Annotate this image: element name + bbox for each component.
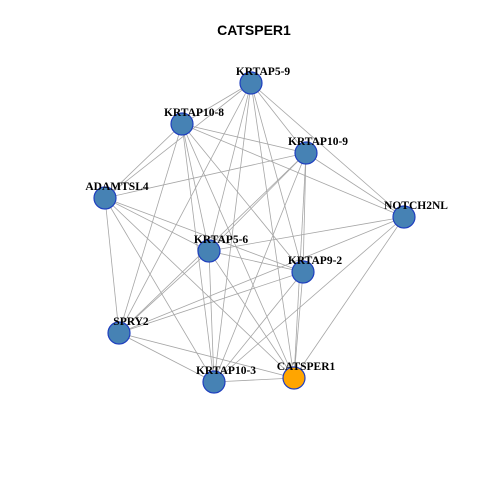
node-catsper1: [282, 366, 306, 390]
node-label-spry2: SPRY2: [113, 316, 149, 328]
edge-krtap10-8-adamtsl4: [104, 123, 183, 199]
node-krtap9-2: [291, 260, 315, 284]
edge-krtap9-2-krtap10-3: [213, 271, 304, 383]
edge-krtap10-9-adamtsl4: [104, 152, 307, 199]
node-label-adamtsl4: ADAMTSL4: [85, 181, 149, 193]
node-krtap5-9: [239, 71, 263, 95]
edge-notch2nl-krtap5-6: [208, 216, 405, 252]
node-label-catsper1: CATSPER1: [277, 361, 336, 373]
node-label-krtap5-6: KRTAP5-6: [194, 234, 249, 246]
edge-notch2nl-krtap10-3: [213, 216, 405, 383]
edge-spry2-krtap10-3: [118, 332, 215, 383]
edge-krtap9-2-catsper1: [293, 271, 304, 379]
node-layer: [93, 71, 416, 394]
node-label-krtap9-2: KRTAP9-2: [288, 255, 343, 267]
node-label-notch2nl: NOTCH2NL: [384, 200, 448, 212]
edge-krtap10-8-krtap10-9: [181, 123, 307, 154]
edge-krtap10-9-krtap9-2: [302, 152, 307, 273]
edge-krtap5-9-krtap10-9: [250, 82, 307, 154]
edge-notch2nl-spry2: [118, 216, 405, 334]
edge-layer: [104, 82, 405, 383]
edge-krtap10-8-notch2nl: [181, 123, 405, 218]
edge-krtap5-9-catsper1: [250, 82, 295, 379]
edge-spry2-catsper1: [118, 332, 295, 379]
edge-krtap10-8-catsper1: [181, 123, 295, 379]
edge-notch2nl-catsper1: [293, 216, 405, 379]
node-label-krtap10-8: KRTAP10-8: [164, 107, 224, 119]
node-krtap5-6: [197, 239, 221, 263]
diagram-title: CATSPER1: [217, 22, 291, 38]
edge-krtap10-8-krtap5-6: [181, 123, 210, 252]
edge-krtap10-9-krtap5-6: [208, 152, 307, 252]
node-label-krtap5-9: KRTAP5-9: [236, 66, 291, 78]
edge-krtap5-6-catsper1: [208, 250, 295, 379]
edge-adamtsl4-spry2: [104, 197, 120, 334]
edge-krtap5-9-notch2nl: [250, 82, 405, 218]
edge-krtap5-9-krtap10-3: [213, 82, 252, 383]
edge-krtap5-9-spry2: [118, 82, 252, 334]
label-layer: KRTAP5-9KRTAP10-8KRTAP10-9ADAMTSL4NOTCH2…: [85, 66, 448, 377]
edge-krtap10-8-krtap9-2: [181, 123, 304, 273]
node-spry2: [107, 321, 131, 345]
edge-krtap5-9-adamtsl4: [104, 82, 252, 199]
node-label-krtap10-3: KRTAP10-3: [196, 365, 256, 377]
edge-krtap5-9-krtap10-8: [181, 82, 252, 125]
edge-adamtsl4-krtap10-3: [104, 197, 215, 383]
edge-adamtsl4-krtap9-2: [104, 197, 304, 273]
node-adamtsl4: [93, 186, 117, 210]
node-krtap10-8: [170, 112, 194, 136]
edge-krtap10-3-catsper1: [213, 377, 295, 383]
node-krtap10-9: [294, 141, 318, 165]
edge-krtap10-9-notch2nl: [305, 152, 405, 218]
edge-krtap5-6-krtap9-2: [208, 250, 304, 273]
edge-krtap10-8-spry2: [118, 123, 183, 334]
node-notch2nl: [392, 205, 416, 229]
node-label-krtap10-9: KRTAP10-9: [288, 136, 348, 148]
edge-krtap5-6-spry2: [118, 250, 210, 334]
edge-krtap5-9-krtap9-2: [250, 82, 304, 273]
edge-adamtsl4-catsper1: [104, 197, 295, 379]
edge-krtap10-9-krtap10-3: [213, 152, 307, 383]
node-krtap10-3: [202, 370, 226, 394]
edge-krtap5-6-krtap10-3: [208, 250, 215, 383]
edge-krtap9-2-spry2: [118, 271, 304, 334]
edge-krtap5-9-krtap5-6: [208, 82, 252, 252]
edge-adamtsl4-krtap5-6: [104, 197, 210, 252]
